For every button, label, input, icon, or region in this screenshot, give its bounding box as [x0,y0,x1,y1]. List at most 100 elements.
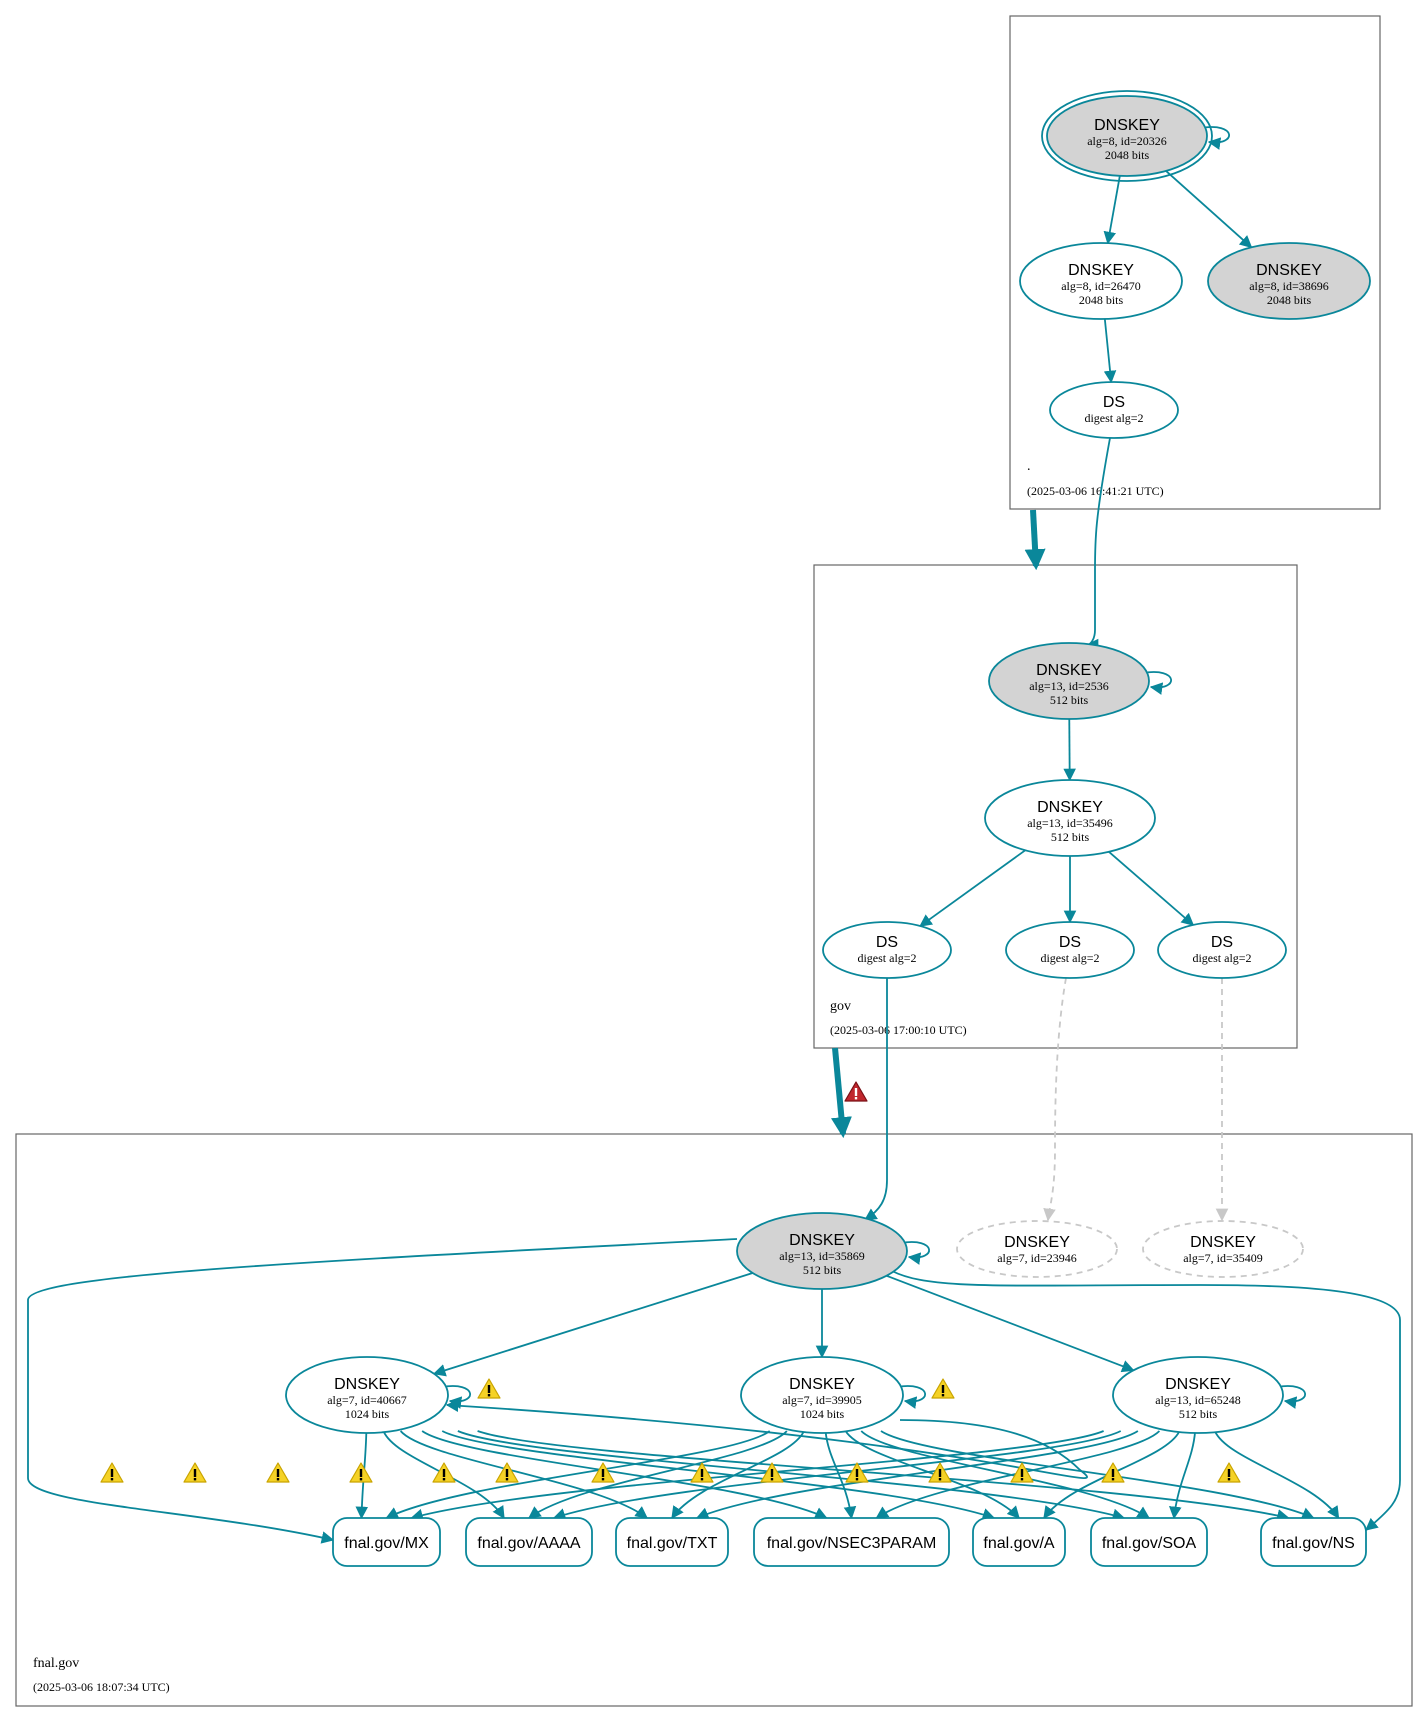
warning-icon[interactable] [1217,1462,1241,1483]
edge-k65248-k65248 [1276,1385,1306,1409]
node-shape [736,1212,908,1290]
zone-name: gov [830,999,851,1014]
node-shape [1157,921,1287,979]
node-detail: alg=8, id=38696 [1249,279,1329,293]
node-shape [1142,1220,1304,1278]
edge-k65248-mx [410,1430,1104,1522]
edge-ds2-k23946 [1043,977,1067,1222]
node-detail: digest alg=2 [857,951,916,965]
warning-icon[interactable] [1010,1462,1034,1483]
warning-icon[interactable] [183,1462,207,1483]
warning-icon[interactable] [100,1462,124,1483]
edge-k40667-nsec3param [421,1430,828,1519]
node-title: DNSKEY [789,1232,855,1249]
node-detail: alg=13, id=65248 [1155,1393,1241,1407]
record-shape [753,1517,950,1567]
edge-k35869-k35869 [900,1241,930,1265]
node-title: DNSKEY [334,1376,400,1393]
node-size: 2048 bits [1105,148,1150,162]
records: fnal.gov/MX fnal.gov/AAAA fnal.gov/TXT fnal… [332,1517,1367,1567]
record-shape [465,1517,593,1567]
node-title: DNSKEY [1004,1234,1070,1251]
edge-k39905-txt [671,1430,805,1520]
edge-k20326-k26470 [1103,175,1121,245]
edge-k39905-nsec3param [824,1430,857,1520]
record-nsec3param[interactable]: fnal.gov/NSEC3PARAM [753,1517,950,1567]
record-a[interactable]: fnal.gov/A [972,1517,1066,1567]
node-title: DS [1103,394,1125,411]
node-title: DS [1059,934,1081,951]
edge-k40667-txt [399,1430,648,1519]
node-detail: alg=8, id=26470 [1061,279,1141,293]
node-shape [956,1220,1118,1278]
warning-icon[interactable] [760,1462,784,1483]
node-detail: alg=7, id=35409 [1183,1251,1263,1265]
delegation-arrow-root-gov [1024,509,1046,571]
edge-k39905-aaaa [527,1430,788,1519]
node-title: DNSKEY [1037,799,1103,816]
node-detail: alg=7, id=40667 [327,1393,407,1407]
edge-k39905-ns [880,1430,1315,1520]
node-title: DNSKEY [1094,117,1160,134]
record-ns[interactable]: fnal.gov/NS [1260,1517,1367,1567]
node-size: 2048 bits [1079,293,1124,307]
node-shape [1207,242,1371,320]
record-aaaa[interactable]: fnal.gov/AAAA [465,1517,593,1567]
record-txt[interactable]: fnal.gov/TXT [615,1517,729,1567]
warning-icon[interactable] [349,1462,373,1483]
edge-k35496-ds1 [919,849,1026,927]
edge-k65248-nsec3param [875,1430,1161,1519]
record-mx[interactable]: fnal.gov/MX [332,1517,441,1567]
edge-k39905-mx [385,1430,771,1519]
node-detail: alg=8, id=20326 [1087,134,1167,148]
node-detail: digest alg=2 [1084,411,1143,425]
node-detail: alg=13, id=35869 [779,1249,865,1263]
warning-icon[interactable] [845,1462,869,1483]
record-soa[interactable]: fnal.gov/SOA [1090,1517,1208,1567]
node-size: 1024 bits [345,1407,390,1421]
node-shape [1049,381,1179,439]
warning-icon[interactable] [1101,1462,1125,1483]
node-shape [822,921,952,979]
edge-ds1-k35869 [863,978,888,1221]
record-label: fnal.gov/TXT [627,1535,718,1552]
node-shape [740,1356,904,1434]
warning-icon[interactable] [432,1462,456,1483]
edge-k35496-ds3 [1108,851,1195,926]
node-outline [1041,90,1213,182]
edge-k39905-a [844,1430,1020,1519]
warning-icon[interactable] [266,1462,290,1483]
error-icon[interactable] [844,1081,868,1102]
edge-dsroot-k2536 [1085,437,1111,652]
edge-k39905-k39905 [896,1385,926,1409]
warning-icon[interactable] [495,1462,519,1483]
record-label: fnal.gov/AAAA [477,1535,581,1552]
zone-date: (2025-03-06 16:41:21 UTC) [1027,484,1164,498]
warning-icon[interactable] [928,1462,952,1483]
warning-icon[interactable] [477,1378,501,1399]
node-shape [285,1356,449,1434]
edge-k65248-soa [1168,1430,1197,1520]
edge-k39905-k40667 [445,1399,1088,1480]
node-title: DNSKEY [1068,262,1134,279]
node-title: DNSKEY [1190,1234,1256,1251]
warning-icon[interactable] [931,1378,955,1399]
warning-icon[interactable] [591,1462,615,1483]
warning-icon[interactable] [690,1462,714,1483]
node-shape [1019,242,1183,320]
